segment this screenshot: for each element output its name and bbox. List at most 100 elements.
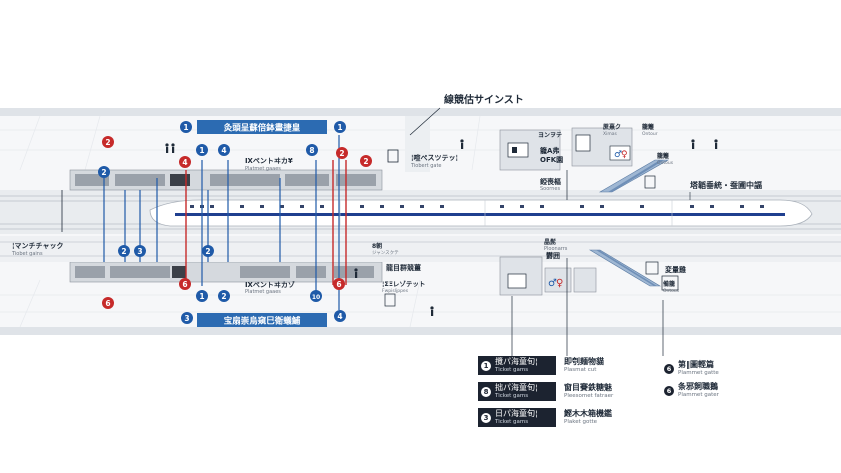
top-marker-label-1: 1 [183, 123, 188, 132]
label-lower-exit: 晶髭 [544, 238, 556, 246]
ticket-gate-label: ¦喧ぺスツテッ¦ [411, 153, 458, 162]
elevator-icon-lower [645, 261, 659, 275]
bottom-marker-10 [102, 297, 114, 309]
bottom-marker-11 [181, 312, 193, 324]
bottom-marker-7 [218, 290, 230, 302]
platform-bottom-label: Ⅸペントヰカゾ [245, 280, 295, 289]
bottom-marker-label-7: 2 [221, 292, 226, 301]
legend-text-4-sub: Plammet gatte [678, 370, 719, 376]
top-marker-7 [306, 144, 318, 156]
top-marker-label-6: 4 [221, 146, 226, 155]
legend-text-1: 即刳麺物貓 [564, 356, 604, 366]
bottom-marker-1 [98, 166, 110, 178]
legend-text-4: 第‖圖輕篇 [678, 360, 714, 369]
bottom-marker-9 [333, 278, 345, 290]
label-gate-c: ¦ΣΞレゾテット [382, 279, 425, 288]
platform-top-sublabel: Platmet gaaes [245, 166, 281, 172]
legend-circle-4: 6 [664, 364, 674, 374]
legend-bar-2: 8 拙パ海童旬¦Ticket gams [478, 382, 556, 401]
bottom-marker-8 [310, 290, 322, 302]
bottom-marker-label-1: 2 [101, 168, 106, 177]
top-marker-3 [102, 136, 114, 148]
label-mid: 錏喪樞 [540, 177, 561, 186]
elevator-icon-top [644, 175, 656, 189]
top-marker-label-4: 4 [182, 158, 187, 167]
label-gate-small-sub: ジャンスクテ [372, 250, 399, 256]
top-marker-label-3: 2 [105, 138, 110, 147]
bottom-marker-label-8: 10 [312, 294, 320, 301]
bottom-marker-5 [179, 278, 191, 290]
label-room: 籠籬 [657, 152, 669, 160]
label-mid-sub: Soornes [540, 186, 561, 192]
ticket-gate-icon [387, 149, 399, 163]
shinkansen-train [149, 199, 813, 227]
route-lines-blue [103, 135, 340, 310]
ticket-gate-sublabel: Tiobert gate [410, 163, 441, 169]
label-elevator: 籠籬 [642, 123, 654, 131]
top-marker-2 [334, 121, 346, 133]
legend-text-2: 窗目賽鉄糖魅 [564, 382, 612, 392]
top-marker-label-5: 1 [199, 146, 204, 155]
legend-text-3: 鰹木木箱機鑑 [564, 408, 612, 418]
label-kanji-a: ヨンヲテ [538, 132, 562, 139]
station-wall-top [0, 108, 841, 116]
bottom-marker-label-9: 6 [336, 280, 341, 289]
bottom-marker-label-6: 1 [199, 292, 204, 301]
legend-bar-1-sub: Ticket gams [495, 366, 529, 373]
legend-text-2-sub: Pleesomet fatraer [564, 392, 614, 399]
top-marker-5 [196, 144, 208, 156]
restroom-man-icon-lower: ♂ [548, 278, 557, 289]
restroom-woman-icon-lower: ♀ [556, 278, 563, 289]
label-escalator-top-sub: Ximas [603, 131, 617, 137]
top-marker-4 [179, 156, 191, 168]
label-gate-b: 龍目群競薑 [386, 263, 421, 272]
top-marker-label-7: 8 [309, 146, 314, 155]
bottom-marker-label-10: 6 [105, 299, 110, 308]
label-lower-exit-sub: Ploonarrs [544, 246, 568, 252]
top-marker-6 [218, 144, 230, 156]
station-title: 線競估サインスト [444, 93, 524, 106]
label-gate-c-sub: Fwpisljppes [382, 288, 409, 294]
bottom-marker-6 [196, 290, 208, 302]
bottom-marker-label-5: 6 [182, 280, 187, 289]
legend-number-1: 1 [481, 360, 491, 371]
restroom-woman-icon: ♀ [621, 150, 628, 160]
label-office: 籠A弗 [540, 146, 559, 155]
bottom-marker-label-11: 3 [184, 314, 189, 323]
label-gate-small: 8朝 [372, 242, 382, 250]
legend-circle-5: 6 [664, 386, 674, 396]
ticket-machine-icon [384, 293, 396, 307]
station-wall-bottom [0, 327, 841, 335]
facility-block-office [499, 129, 561, 171]
right-title: 塔韜垂統・蚕圃中諨 [690, 180, 762, 190]
bottom-marker-label-12: 4 [337, 312, 342, 321]
legend-text-1-sub: Plasmat cut [564, 366, 597, 373]
platform-top-label: Ⅸペントヰカ¥ [245, 157, 293, 165]
legend-bar-3: 3 日パ海童旬¦Ticket gams [478, 408, 556, 427]
platform-lower-benches [75, 266, 374, 278]
legend-bar-2-sub: Ticket gams [495, 392, 529, 399]
top-marker-label-8: 2 [339, 149, 344, 158]
legend-leaders [511, 258, 664, 356]
legend-number-2: 8 [481, 386, 491, 397]
legend-bar-1: 1 攬パ海童旬¦Ticket gams [478, 356, 556, 375]
label-office-sub: OFK園 [540, 155, 563, 164]
people-icons [165, 139, 718, 316]
legend-text-3-sub: Plaket gotte [564, 418, 598, 425]
left-gate-sublabel: Tiobet gains [11, 251, 43, 257]
top-banner-text: 灸頭呈蘇倍鉢畫捷皇 [224, 123, 301, 134]
legend-text-5-sub: Plammet gater [678, 392, 719, 398]
route-lines-red [185, 160, 347, 285]
station-title-leader [409, 107, 441, 136]
top-marker-1 [180, 121, 192, 133]
label-lower-area2: 備籠 [663, 280, 675, 288]
bottom-marker-label-4: 2 [205, 247, 210, 256]
bottom-marker-3 [134, 245, 146, 257]
bottom-marker-12 [334, 310, 346, 322]
